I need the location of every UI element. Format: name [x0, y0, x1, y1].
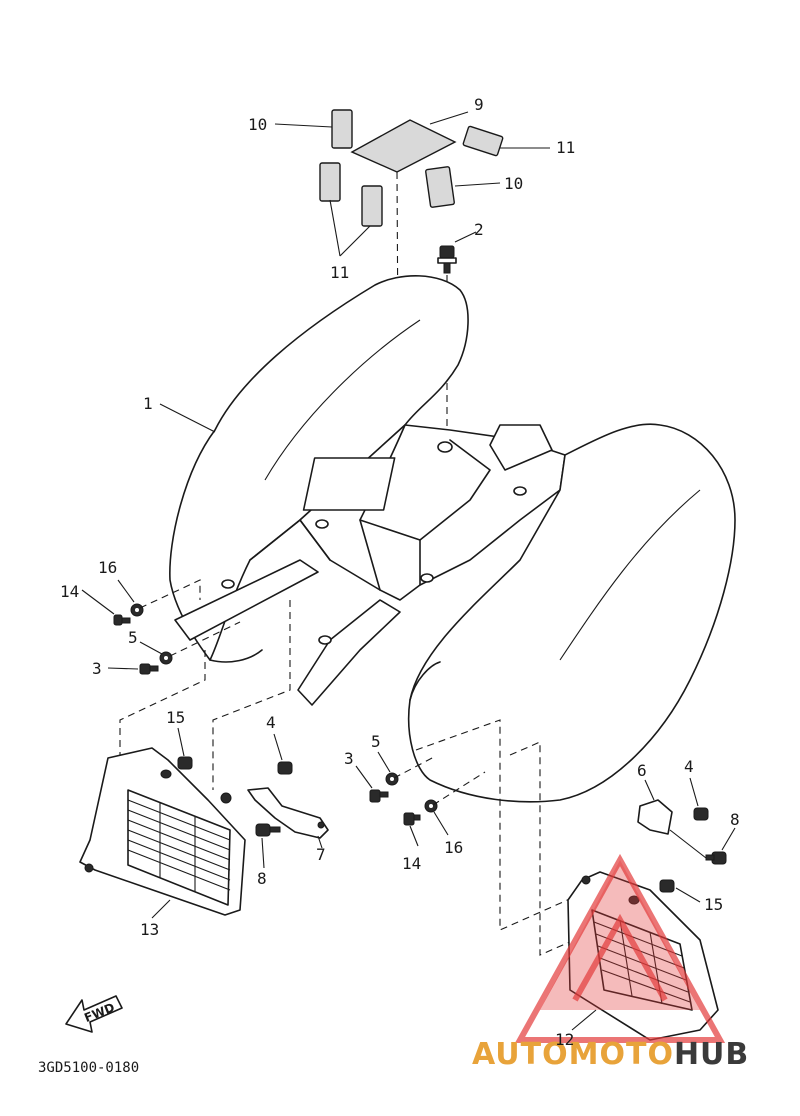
callout-5-right: 5: [371, 732, 381, 751]
bracket-7: [247, 787, 329, 839]
callout-3-left: 3: [92, 659, 102, 678]
fwd-arrow: FWD: [65, 995, 123, 1033]
sticker-10-left: [331, 109, 353, 149]
nut-15-right: [659, 879, 675, 893]
callout-14-left: 14: [60, 582, 79, 601]
callout-4-right: 4: [684, 757, 694, 776]
washer-16-left: [130, 603, 144, 617]
callout-14-right: 14: [402, 854, 421, 873]
callout-15-left: 15: [166, 708, 185, 727]
callout-11-right: 11: [556, 138, 575, 157]
washer-center-left: [220, 792, 232, 804]
callout-10-right: 10: [504, 174, 523, 193]
callout-1: 1: [143, 394, 153, 413]
bolt-8-right: [705, 851, 727, 865]
watermark-auto: AUTO: [472, 1037, 569, 1072]
sticker-10-right: [425, 166, 455, 208]
callout-11-pair: 11: [330, 263, 349, 282]
callout-16-left: 16: [98, 558, 117, 577]
watermark-logo: [514, 853, 726, 1043]
callout-7: 7: [316, 845, 326, 864]
callout-6: 6: [637, 761, 647, 780]
bracket-6: [637, 799, 673, 835]
nut-4-left: [277, 761, 293, 775]
sticker-9: [350, 119, 457, 173]
sticker-11-right: [462, 125, 504, 157]
svg-text:AUTOMOTOHUB: AUTOMOTOHUB: [472, 1037, 749, 1072]
callout-12: 12: [555, 1030, 574, 1049]
washer-5-right: [385, 772, 399, 786]
washer-5-left: [159, 651, 173, 665]
callout-10-left: 10: [248, 115, 267, 134]
callout-13: 13: [140, 920, 159, 939]
callout-2: 2: [474, 220, 484, 239]
sticker-11-pair: [319, 162, 383, 227]
callout-15-right: 15: [704, 895, 723, 914]
watermark-hub: HUB: [674, 1037, 749, 1072]
callout-16-right: 16: [444, 838, 463, 857]
washer-16-right: [424, 799, 438, 813]
screw-3-right: [369, 789, 389, 803]
mud-flap-13: [79, 747, 246, 916]
watermark-moto: MOTO: [569, 1037, 674, 1072]
callout-3-right: 3: [344, 749, 354, 768]
callout-4-left: 4: [266, 713, 276, 732]
screw-14-left: [113, 614, 131, 626]
nut-4-right: [693, 807, 709, 821]
callout-8-right: 8: [730, 810, 740, 829]
screw-14-right: [403, 812, 421, 826]
bolt-2: [437, 245, 457, 274]
screw-3-left: [139, 663, 159, 675]
bolt-8-left: [255, 823, 281, 837]
callout-8-left: 8: [257, 869, 267, 888]
rear-fender-1: [169, 275, 736, 803]
nut-15-left: [177, 756, 193, 770]
callout-5-left: 5: [128, 628, 138, 647]
diagram-code: 3GD5100-0180: [38, 1060, 139, 1076]
callout-9: 9: [474, 95, 484, 114]
